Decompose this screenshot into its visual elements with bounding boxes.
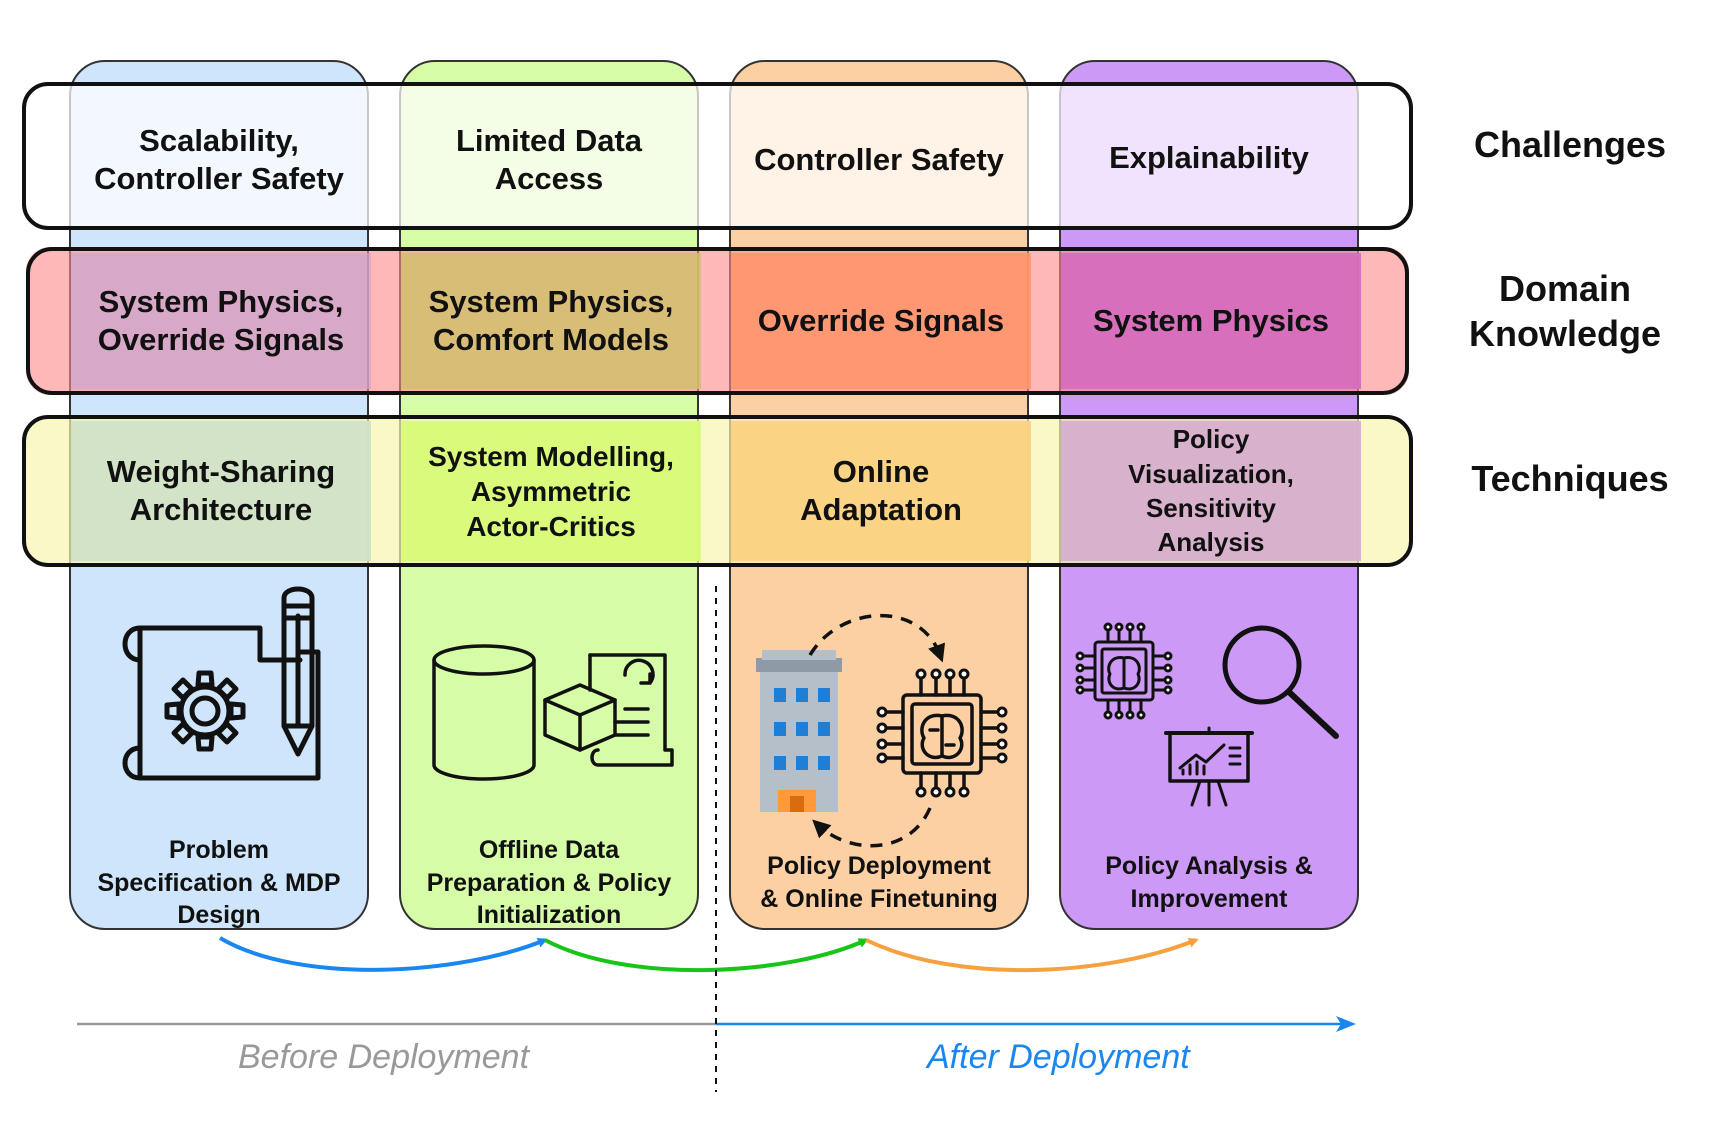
before-deployment-label: Before Deployment — [238, 1038, 530, 1076]
techniques-band — [22, 415, 1413, 567]
blueprint-gear-pencil-icon — [122, 586, 321, 781]
row-label-techniques: Techniques — [1471, 458, 1669, 499]
domain-cell-3: Override Signals — [731, 253, 1031, 389]
building-ai-chip-loop-icon — [756, 613, 1008, 848]
domain-cell-4: System Physics — [1061, 253, 1361, 389]
stage-label-3: Policy Deployment& Online Finetuning — [760, 852, 998, 913]
arrow-stage-2-to-3 — [544, 938, 869, 973]
database-package-document-icon — [432, 644, 674, 781]
after-deployment-label: After Deployment — [927, 1038, 1190, 1076]
challenges-band-fill — [22, 82, 1413, 230]
stage-label-4: Policy Analysis &Improvement — [1105, 852, 1313, 913]
challenges-band — [22, 82, 1413, 230]
loop-arrow-bottom — [812, 807, 932, 848]
ai-chip-magnifier-presentation-icon — [1075, 622, 1339, 807]
challenge-cell-1: Scalability,Controller Safety — [94, 123, 344, 196]
domain-cell-1: System Physics,Override Signals — [71, 253, 371, 389]
arrow-stage-3-to-4 — [865, 938, 1199, 973]
domain-cell-2: System Physics,Comfort Models — [401, 253, 701, 389]
challenge-cell-3: Controller Safety — [754, 142, 1004, 178]
challenge-cell-4: Explainability — [1109, 140, 1309, 176]
loop-arrow-top — [808, 613, 946, 663]
row-label-challenges: Challenges — [1473, 124, 1667, 165]
arrow-stage-1-to-2 — [218, 936, 548, 972]
domain-knowledge-band — [26, 247, 1409, 395]
